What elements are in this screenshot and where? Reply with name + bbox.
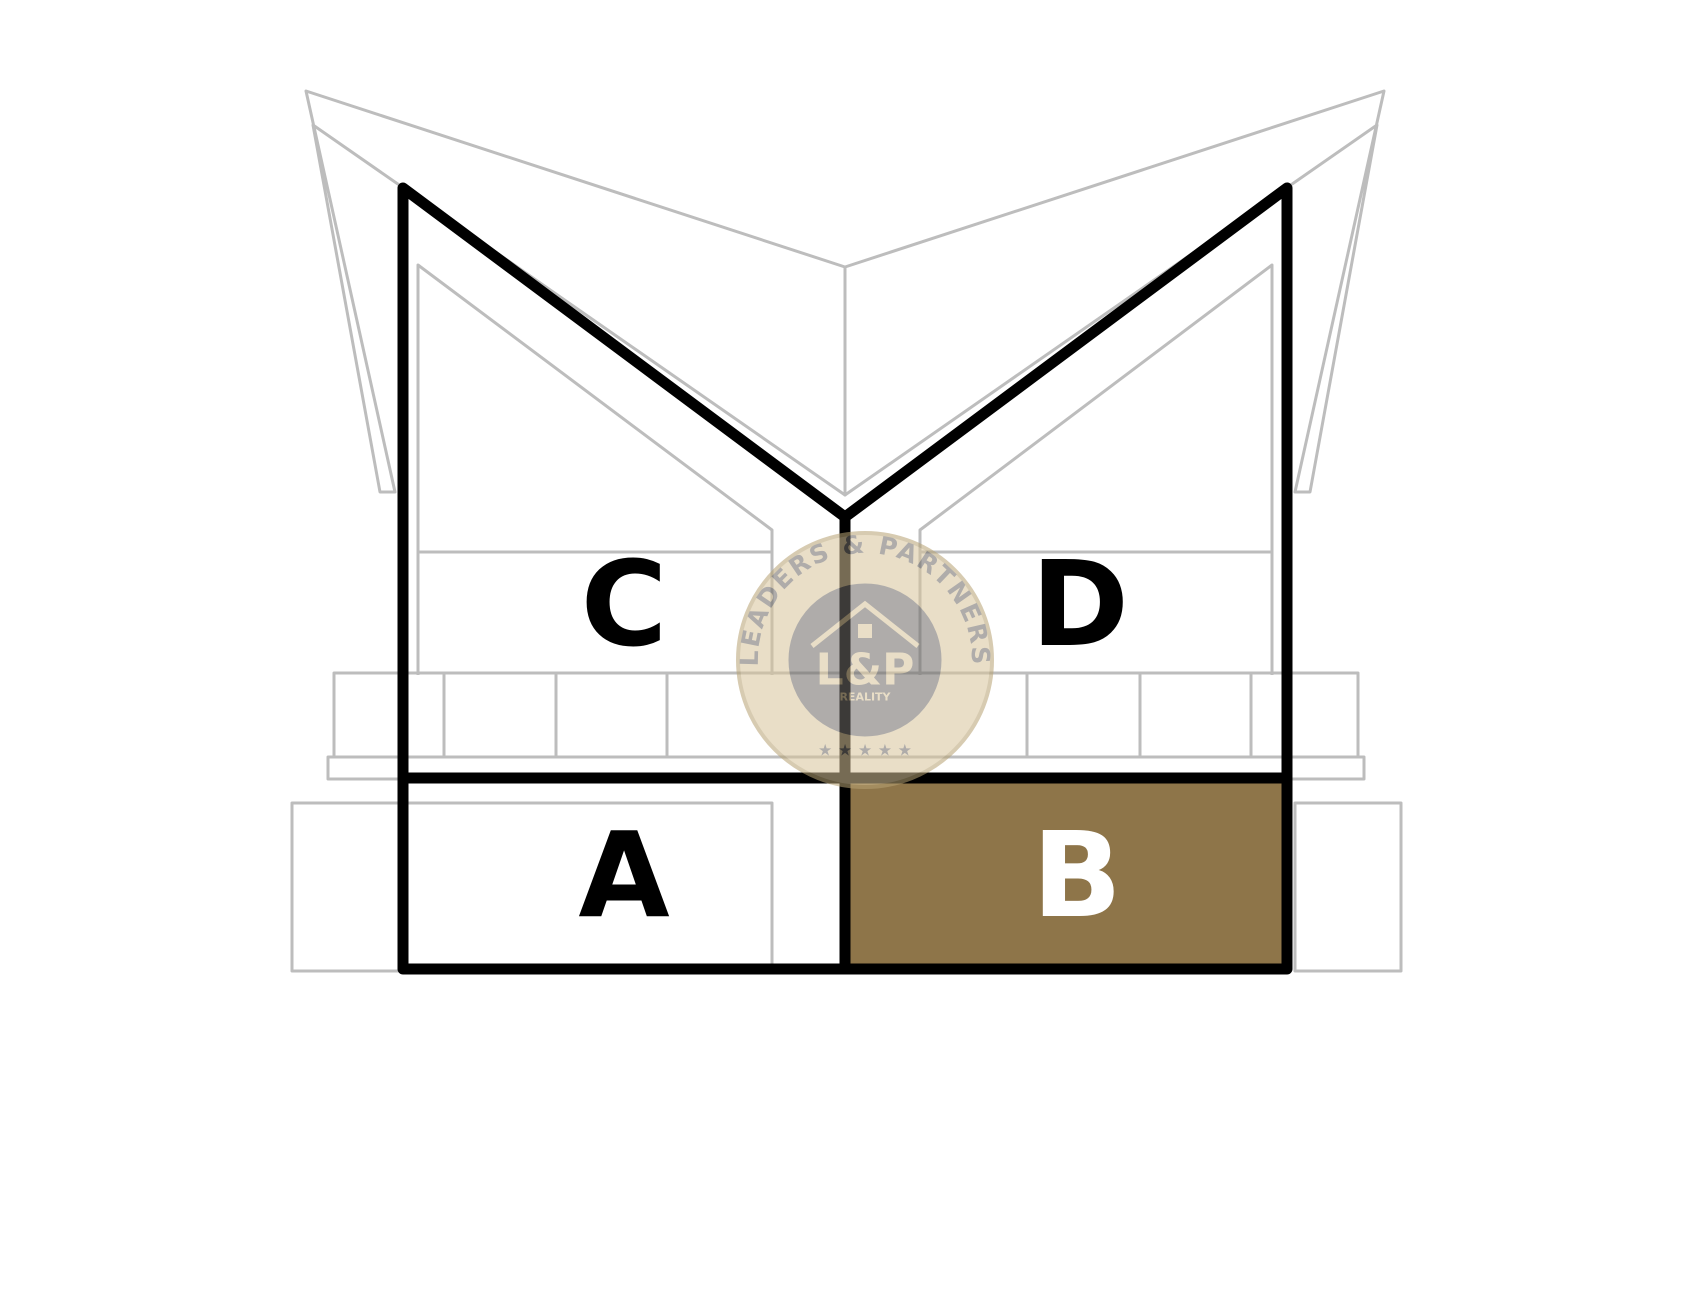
roof-wing-right: [843, 89, 1386, 497]
background-building-sketch: [290, 89, 1403, 973]
unit-label-d: D: [1031, 535, 1129, 673]
watermark-logo: LEADERS & PARTNERS L&P REALITY ★ ★ ★ ★ ★: [735, 529, 994, 789]
unit-label-a: A: [578, 806, 669, 944]
logo-subtitle: REALITY: [839, 691, 891, 704]
logo-inner-disc: [783, 578, 947, 742]
unit-label-b: B: [1032, 806, 1122, 944]
ground-block-left: [290, 801, 774, 973]
unit-b-fill: [850, 778, 1287, 969]
roof-wing-left: [304, 89, 847, 497]
unit-label-c: C: [581, 535, 668, 673]
logo-monogram: L&P: [816, 645, 915, 696]
ground-block-right: [1293, 801, 1403, 973]
logo-stars: ★ ★ ★ ★ ★: [818, 741, 912, 760]
house-window-icon: [858, 624, 872, 638]
building-outline: [397, 182, 1293, 975]
house-roof-icon: [810, 600, 920, 648]
